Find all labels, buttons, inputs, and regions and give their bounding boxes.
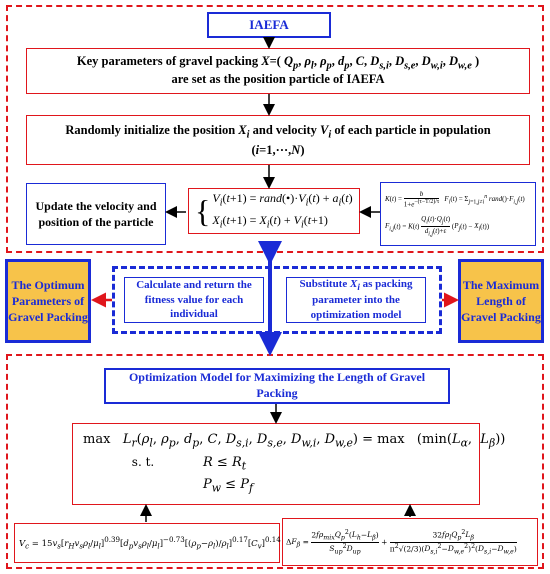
step2-line1: Randomly initialize the position Xi and … [65,122,491,141]
max-length-box: The Maximum Length of Gravel Packing [458,259,544,343]
iaefa-title: IAEFA [249,17,289,32]
vc-formula-box: Vc = 15vs[rHvsρl/μl]0.39[dpvsρl/μl]−0.73… [14,523,281,563]
fitness-label: Calculate and return the fitness value f… [136,278,252,321]
fij-formula: Fi,j(t) = K(t) Qi(t)·Qj(t)di,j(t)+ε (Pj(… [385,214,490,238]
optimum-parameters-label: The Optimum Parameters of Gravel Packing [8,277,88,325]
objective-box: max Lr(ρl, ρp, dp, C, Ds,i, Ds,e, Dw,i, … [72,423,505,505]
update-eq2: Xi(t+1) = Xi(t) + Vi(t+1) [212,213,328,231]
step1-box: Key parameters of gravel packing X=( Qp,… [26,48,530,94]
max-length-label: The Maximum Length of Gravel Packing [461,277,541,325]
update-box: Update the velocity and position of the … [26,183,166,245]
fitness-box: Calculate and return the fitness value f… [124,277,264,323]
substitute-label: Substitute Xi as packing parameter into … [299,277,413,322]
dp-formula-box: ΔFβ = 2fρmixQp2(Lh−Lβ)Sup2Dup + 32fρlQp2… [282,518,538,566]
optimum-parameters-box: The Optimum Parameters of Gravel Packing [5,259,91,343]
constraint-row-2: Pw ≤ Pf [203,477,253,495]
model-title: Optimization Model for Maximizing the Le… [128,370,426,400]
update-eq1: Vi(t+1) = rand(•)·Vi(t) + ai(t) [212,190,353,208]
update-label: Update the velocity and position of the … [35,198,157,229]
step2-box: Randomly initialize the position Xi and … [26,115,530,165]
objective-function: max Lr(ρl, ρp, dp, C, Ds,i, Ds,e, Dw,i, … [83,432,506,451]
update-equations-box: { Vi(t+1) = rand(•)·Vi(t) + ai(t) Xi(t+1… [188,188,360,234]
step1-line2: are set as the position particle of IAEF… [171,72,385,87]
model-title-box: Optimization Model for Maximizing the Le… [104,368,450,404]
constraint-label: s. t. [131,454,155,469]
dp-formula: ΔFβ = 2fρmixQp2(Lh−Lβ)Sup2Dup + 32fρlQp2… [286,528,517,556]
step1-line1: Key parameters of gravel packing X=( Qp,… [76,53,480,72]
constraint-row-1: s. t.R ≤ Rt [83,453,246,475]
vc-formula: Vc = 15vs[rHvsρl/μl]0.39[dpvsρl/μl]−0.73… [19,535,281,551]
substitute-box: Substitute Xi as packing parameter into … [286,277,426,323]
step2-line2: (i=1,···,N) [251,142,305,157]
